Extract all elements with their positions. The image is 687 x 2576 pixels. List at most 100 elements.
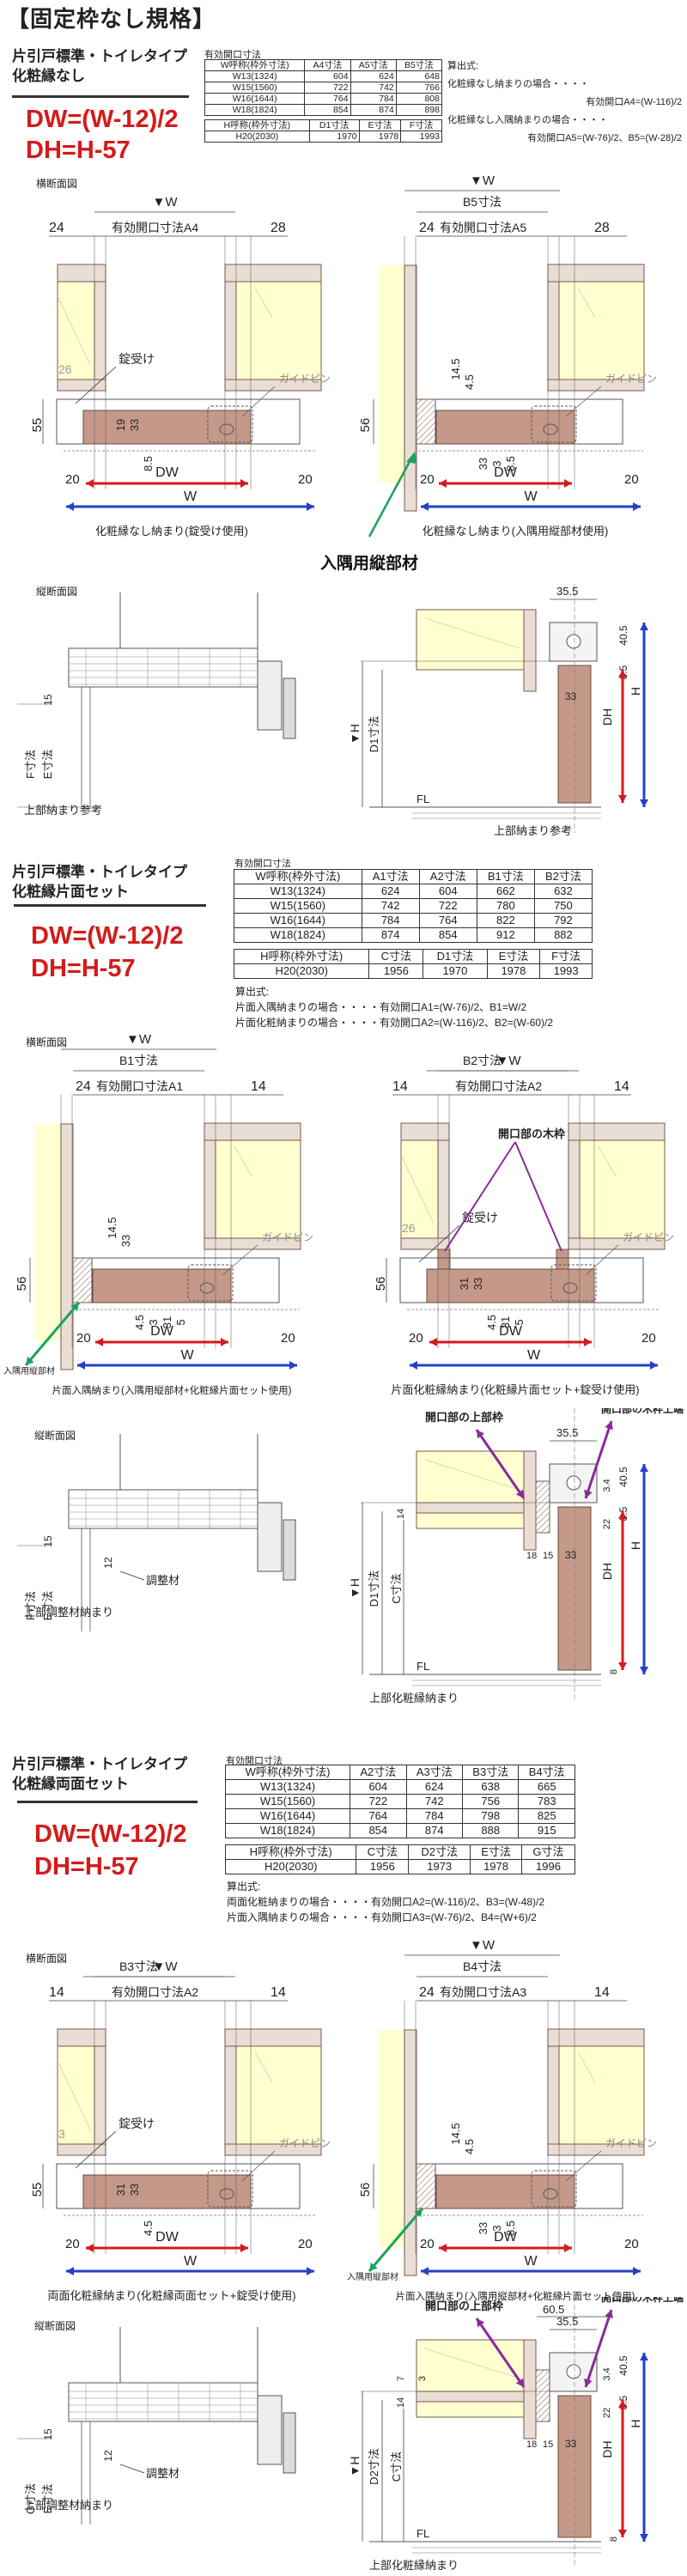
- lock-receiver-label: 錠受け: [462, 1211, 498, 1224]
- roller-icon: [566, 634, 581, 649]
- wall-diagonal: [234, 1145, 252, 1177]
- table-cell: 808: [395, 93, 443, 105]
- rail-mechanism: [257, 1502, 283, 1572]
- table-cell: 722: [304, 82, 351, 94]
- wall-insulation: [416, 1450, 525, 1529]
- roller-icon: [566, 2364, 581, 2379]
- dimension-label: 35.5: [556, 1426, 578, 1439]
- horizontal-section-label: 横断面図: [26, 1953, 68, 1965]
- lock-receiver-label: 錠受け: [119, 352, 155, 366]
- table-cell: 624: [361, 884, 420, 899]
- top-frame-hatched: [535, 2369, 550, 2422]
- table-cell: 854: [304, 104, 351, 116]
- arrow-head-icon: [439, 2244, 447, 2252]
- callout-arrow: 入隅用縦部材: [320, 452, 418, 573]
- door-panel: [435, 410, 575, 445]
- drawing-caption: 化粧縁なし納まり(入隅用縦部材使用): [423, 525, 609, 538]
- column-header: W呼称(枠外寸法): [234, 869, 362, 884]
- dimension-label: 20: [420, 2237, 435, 2251]
- arrow-head-icon: [477, 2318, 485, 2328]
- dimension-label: 14: [614, 1079, 629, 1094]
- dimension-label: 5: [513, 1319, 526, 1325]
- dimension-label: 4.5: [142, 2221, 155, 2236]
- drawing-caption: 上部調整材納まり: [24, 1606, 113, 1619]
- table-caption: 有効開口寸法: [204, 49, 261, 60]
- w-mark-label: ▼W: [495, 1054, 521, 1068]
- dimension-label: E寸法: [41, 2484, 54, 2514]
- dimension-label: ▼H: [348, 1578, 362, 1599]
- dimension-label: DW: [155, 2230, 179, 2245]
- dimension-label: 56: [358, 418, 373, 433]
- w-mark-label: ▼W: [126, 1032, 152, 1047]
- wall-post: [568, 1139, 581, 1239]
- horizontal-section-label: 横断面図: [26, 1036, 68, 1048]
- wall-post: [547, 281, 560, 380]
- wall-post: [94, 2045, 106, 2145]
- header-frame: [68, 647, 258, 688]
- wall-post: [204, 1139, 216, 1239]
- arrow-head-icon: [640, 1667, 648, 1674]
- dimension-label: 40.5: [617, 1467, 629, 1487]
- dimension-label: 15: [543, 2439, 553, 2450]
- dimension-label: 26: [402, 1221, 416, 1235]
- wall-band: [57, 264, 106, 283]
- drawing-caption: 片面入隅納まり(入隅用縦部材+化粧縁片面セット使用): [396, 2290, 635, 2302]
- dimension-label: DH: [600, 1563, 614, 1580]
- drawing-caption: 化粧縁なし納まり(錠受け使用): [95, 525, 248, 538]
- wall-diagonal: [577, 2051, 596, 2083]
- dh-formula: DH=H-57: [31, 955, 136, 982]
- drawing-caption: 上部化粧縁納まり: [369, 1692, 459, 1704]
- divider: [17, 1801, 198, 1803]
- column-header: G寸法: [520, 1844, 576, 1860]
- dimension-label: B4寸法: [463, 1959, 502, 1973]
- dimension-label: 4.5: [133, 1315, 146, 1330]
- dimension-label: 14: [49, 1985, 64, 2000]
- table-cell: W15(1560): [234, 898, 362, 914]
- dimension-label: 33: [565, 2438, 577, 2450]
- arrow-head-icon: [86, 2244, 94, 2252]
- dimension-label: 8.5: [504, 2221, 517, 2236]
- arrow-head-icon: [640, 623, 648, 630]
- wall-post: [523, 1450, 537, 1551]
- section-title-line1: 片引戸標準・トイレタイプ: [12, 48, 187, 65]
- dimension-label: B3寸法: [119, 1959, 158, 1973]
- table-cell: W16(1644): [224, 1808, 351, 1824]
- dimension-label: 12: [102, 1557, 114, 1569]
- corner-member-label: 入隅用縦部材: [3, 1365, 55, 1376]
- arrow-head-icon: [240, 2244, 248, 2252]
- leader-line: [75, 2130, 117, 2169]
- door-edge: [283, 1519, 296, 1581]
- dimension-label: 20: [624, 2237, 639, 2251]
- column-header: H呼称(枠外寸法): [233, 949, 370, 964]
- dimension-label: 33: [565, 1549, 577, 1561]
- table-cell: 780: [476, 898, 535, 914]
- w-mark-label: ▼W: [152, 195, 178, 210]
- column-header: H呼称(枠外寸法): [204, 119, 310, 131]
- dimension-label: 26: [58, 362, 72, 376]
- column-header: D2寸法: [408, 1844, 471, 1860]
- drawing-caption: 上部化粧縁納まり: [369, 2559, 459, 2572]
- header-frame: [68, 1489, 258, 1529]
- table-cell: W13(1324): [234, 884, 362, 899]
- opening-dimension-label: 有効開口寸法A1: [96, 1079, 183, 1093]
- table-cell: 662: [476, 884, 535, 899]
- arrow-head-icon: [633, 2267, 641, 2275]
- dimension-label: 60.5: [543, 2303, 564, 2316]
- dimension-label: 20: [281, 1331, 295, 1346]
- table-cell: 825: [518, 1808, 575, 1824]
- dh-formula: DH=H-57: [34, 1853, 139, 1880]
- wall-band: [400, 1122, 450, 1141]
- table-cell: 766: [395, 82, 443, 94]
- wall-insulation: [235, 2045, 322, 2145]
- arrow-head-icon: [221, 1338, 228, 1346]
- arrow-head-icon: [584, 2378, 593, 2387]
